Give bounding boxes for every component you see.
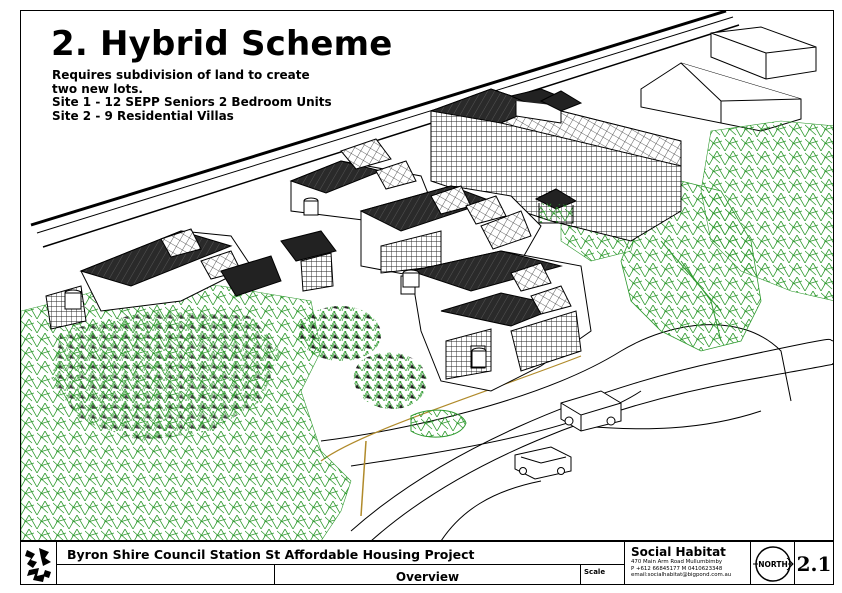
scale-label: Scale (581, 565, 625, 584)
note-line: Site 1 - 12 SEPP Seniors 2 Bedroom Units (52, 95, 332, 109)
north-arrow: NORTH (751, 542, 795, 584)
scheme-notes: Requires subdivision of land to create t… (52, 68, 332, 123)
blank-field (57, 565, 275, 584)
firm-details: Social Habitat 470 Main Arm Road Mullumb… (625, 542, 751, 584)
trees-left (21, 280, 467, 541)
sheet-name: Overview (275, 565, 581, 584)
firm-name: Social Habitat (631, 545, 726, 559)
firm-phone: P +612 66845177 M 0410623348 (631, 565, 723, 572)
title-block: Byron Shire Council Station St Affordabl… (21, 540, 833, 584)
note-line: Requires subdivision of land to create (52, 68, 310, 82)
firm-logo-icon (25, 548, 51, 582)
firm-email: email:socialhabitat@bigpond.com.au (631, 572, 732, 579)
firm-logo (21, 542, 57, 584)
drawing-sheet: 2. Hybrid Scheme Requires subdivision of… (20, 10, 834, 585)
neighbouring-houses (640, 26, 817, 132)
note-line: two new lots. (52, 81, 143, 96)
north-label: NORTH (758, 560, 787, 569)
note-line: Site 2 - 9 Residential Villas (52, 108, 234, 123)
railway-lines (30, 11, 740, 248)
project-title: Byron Shire Council Station St Affordabl… (57, 542, 625, 565)
van (560, 390, 622, 432)
site-isometric-drawing (21, 11, 833, 541)
north-arrow-icon: NORTH (753, 546, 794, 582)
sheet-number: 2.1 (796, 552, 832, 576)
sheet-title: 2. Hybrid Scheme (51, 24, 393, 64)
water-tanks (64, 197, 487, 368)
firm-address: 470 Main Arm Road Mullumbimby (631, 559, 723, 565)
building-complex (45, 88, 682, 392)
car (514, 446, 572, 480)
